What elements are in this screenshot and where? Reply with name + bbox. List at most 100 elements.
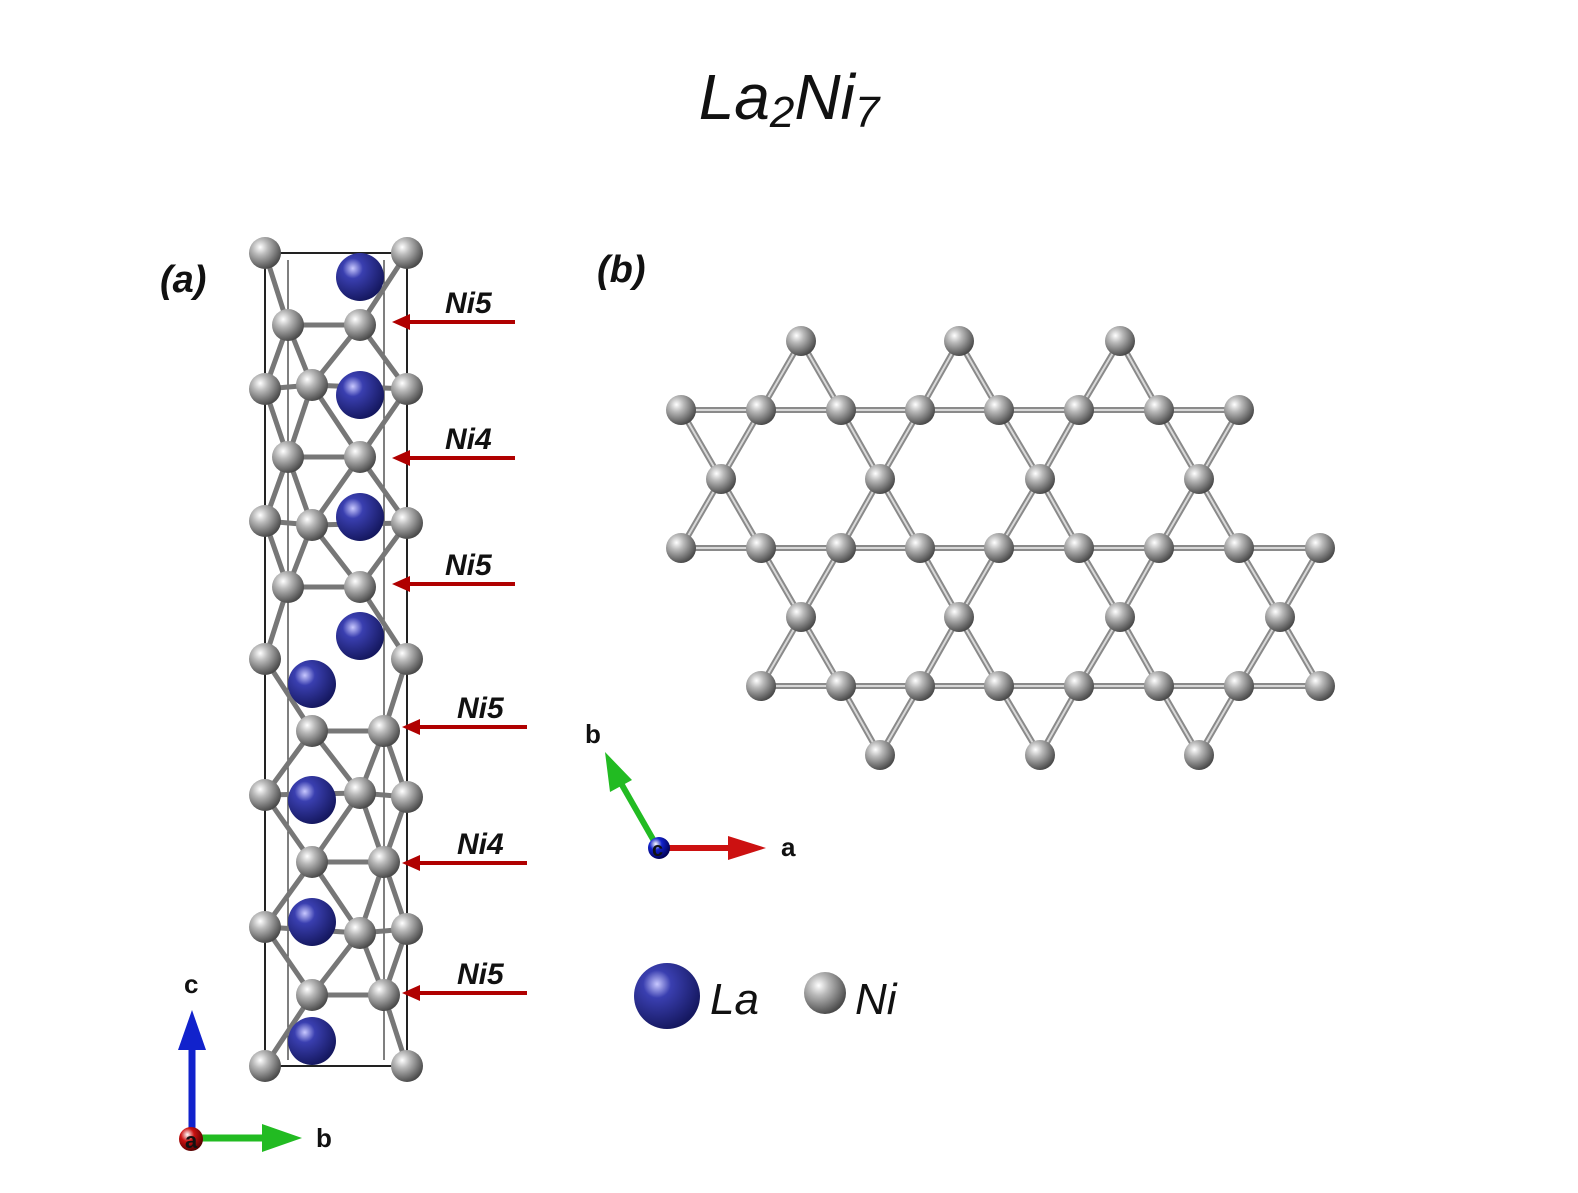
- ni-atom: [391, 913, 423, 945]
- legend-ni-label: Ni: [855, 975, 898, 1024]
- ni-atom: [296, 369, 328, 401]
- la-atom: [336, 253, 384, 301]
- ni-atom: [249, 643, 281, 675]
- ni-atom: [1305, 671, 1335, 701]
- ni-atom: [984, 395, 1014, 425]
- panel-b-label: (b): [597, 249, 646, 291]
- ni-atom: [786, 326, 816, 356]
- ni-atom: [249, 505, 281, 537]
- ni-atom: [272, 571, 304, 603]
- ni-atom: [249, 911, 281, 943]
- unit-cell-box: [264, 252, 408, 1067]
- ni-atom: [1224, 671, 1254, 701]
- ni-atom: [1025, 740, 1055, 770]
- ni-atom: [368, 979, 400, 1011]
- atoms-panel-a: [249, 237, 423, 1082]
- ni-atom: [391, 373, 423, 405]
- ni-atom: [1144, 395, 1174, 425]
- ni-atom: [1144, 671, 1174, 701]
- ni-atom: [1184, 464, 1214, 494]
- ni-atom: [944, 602, 974, 632]
- site-arrow-head: [392, 450, 410, 466]
- ni-atom: [865, 464, 895, 494]
- ni-atom: [391, 507, 423, 539]
- la-atom: [288, 660, 336, 708]
- ni-atom: [746, 671, 776, 701]
- site-arrow-head: [392, 314, 410, 330]
- c-axis-origin-marker: [648, 837, 670, 859]
- la-atom: [336, 493, 384, 541]
- ni-atom: [1064, 395, 1094, 425]
- site-label: Ni5: [457, 958, 505, 991]
- ni-atom: [1025, 464, 1055, 494]
- ni-atom: [1184, 740, 1214, 770]
- b-axis-label: b: [316, 1123, 332, 1153]
- ni-atom: [746, 395, 776, 425]
- ni-atom: [826, 533, 856, 563]
- site-label: Ni5: [457, 692, 505, 725]
- a-axis-label: a: [185, 1128, 198, 1153]
- ni-atom: [272, 309, 304, 341]
- title-la-subscript: 2: [769, 88, 795, 137]
- site-label: Ni4: [445, 423, 492, 456]
- ni-atom: [344, 777, 376, 809]
- title-ni: Ni: [794, 61, 855, 133]
- ni-atom: [296, 846, 328, 878]
- b-axis-shaft-b: [619, 783, 661, 850]
- ni-atom: [296, 509, 328, 541]
- ni-atom: [249, 373, 281, 405]
- legend-la-atom: [634, 963, 700, 1029]
- axes-triad-b: b a c: [585, 719, 796, 862]
- ni-atom: [249, 237, 281, 269]
- ni-atom: [391, 237, 423, 269]
- ni-atom: [391, 1050, 423, 1082]
- ni-atom: [905, 671, 935, 701]
- ni-atom: [786, 602, 816, 632]
- c-axis-label-b: c: [652, 839, 663, 861]
- ni-atom: [1265, 602, 1295, 632]
- legend-ni-atom: [804, 972, 846, 1014]
- ni-atom: [344, 441, 376, 473]
- ni-atom: [368, 846, 400, 878]
- legend: La Ni: [634, 963, 898, 1029]
- legend-la-label: La: [710, 975, 759, 1024]
- title-ni-subscript: 7: [854, 88, 880, 137]
- la-atom: [336, 612, 384, 660]
- ni-atom: [249, 779, 281, 811]
- ni-atom: [296, 979, 328, 1011]
- axes-triad-a: c b a: [178, 969, 332, 1153]
- ni-atom: [1064, 533, 1094, 563]
- a-axis-label-b: a: [781, 832, 796, 862]
- ni-atom: [826, 671, 856, 701]
- c-axis-label: c: [184, 969, 198, 999]
- ni-atom: [1224, 395, 1254, 425]
- ni-atom: [344, 309, 376, 341]
- ni-atom: [368, 715, 400, 747]
- ni-atom: [344, 917, 376, 949]
- ni-atom: [666, 395, 696, 425]
- title-la: La: [698, 61, 770, 133]
- atoms-panel-b: [666, 326, 1335, 770]
- b-axis-arrowhead-b: [605, 752, 632, 792]
- la-atom: [288, 1017, 336, 1065]
- site-arrow-head: [402, 719, 420, 735]
- site-label: Ni5: [445, 549, 493, 582]
- ni-atom: [984, 671, 1014, 701]
- ni-atom: [706, 464, 736, 494]
- site-arrow-head: [402, 855, 420, 871]
- site-arrow-head: [392, 576, 410, 592]
- ni-atom: [391, 781, 423, 813]
- ni-atom: [865, 740, 895, 770]
- ni-atom: [746, 533, 776, 563]
- bonds-panel-a: [262, 250, 410, 1069]
- ni-atom: [1105, 326, 1135, 356]
- ni-atom: [391, 643, 423, 675]
- site-arrow-head: [402, 985, 420, 1001]
- la-atom: [288, 898, 336, 946]
- ni-atom: [666, 533, 696, 563]
- site-label: Ni5: [445, 287, 493, 320]
- c-axis-arrowhead: [178, 1010, 206, 1050]
- ni-atom: [1144, 533, 1174, 563]
- ni-atom: [296, 715, 328, 747]
